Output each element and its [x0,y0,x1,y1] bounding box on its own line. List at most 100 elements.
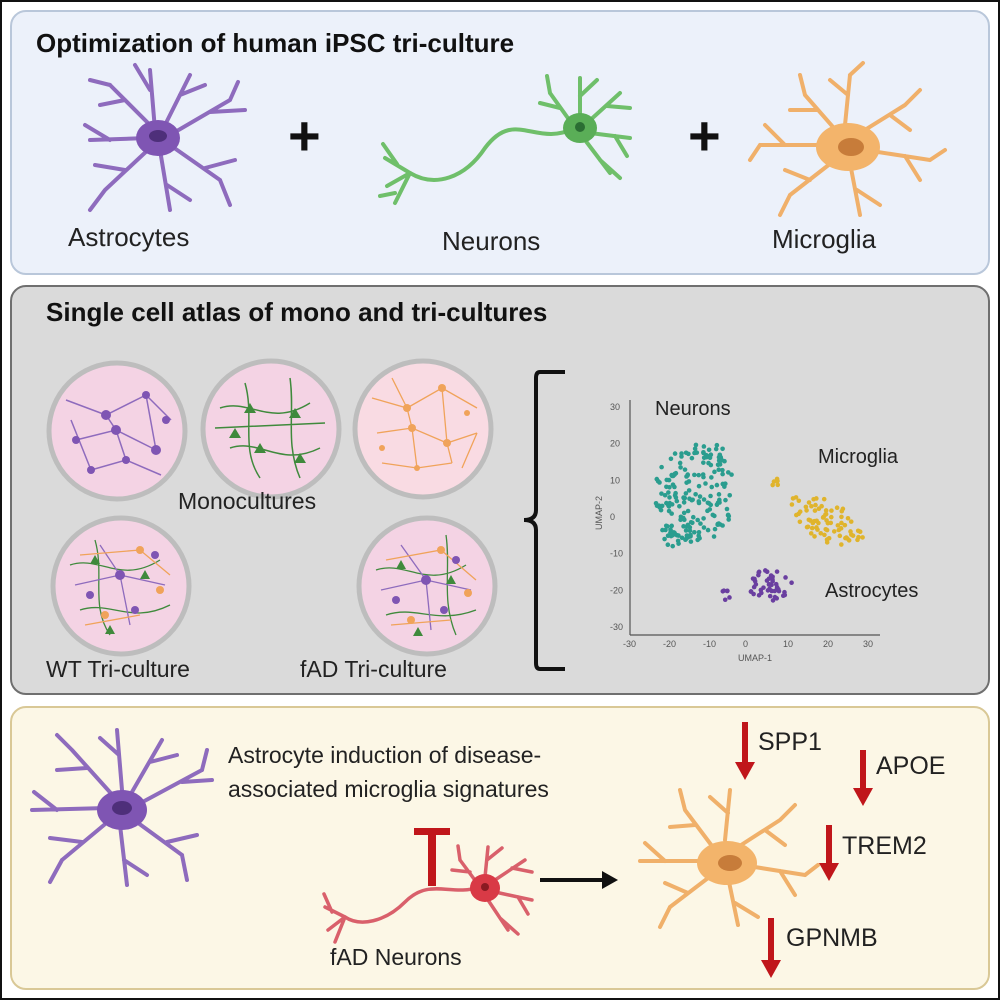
gene-apoe: APOE [876,752,946,780]
astrocyte-point [759,590,764,596]
microglia-point [790,496,796,501]
neuron-point [701,444,707,449]
panel2-title: Single cell atlas of mono and tri-cultur… [46,297,548,327]
neuron-point [692,450,697,456]
neuron-point [727,493,733,498]
neuron-point [678,465,683,470]
neuron-point [726,517,731,522]
microglia-icon [748,61,947,217]
neuron-point [703,481,708,486]
microglia-point [812,534,817,539]
neuron-point [696,483,702,489]
microglia-point [822,532,827,538]
neuron-point [713,446,719,452]
neuron-point [720,523,725,528]
microglia-point [804,524,810,530]
astrocytes-label: Astrocytes [68,222,190,252]
neuron-point [706,460,711,466]
neuron-point [709,484,715,490]
astrocyte-point [774,569,780,574]
microglia-point [834,505,840,511]
microglia-point [804,508,809,513]
astrocyte-point [721,588,727,593]
neuron-point [669,502,675,507]
microglia-point [806,500,812,505]
umap-x-tick: 0 [743,639,748,649]
umap-neurons-label: Neurons [655,398,731,420]
arrow-right-icon [540,871,618,889]
fad-neuron-icon [322,844,534,944]
neuron-point [706,447,712,453]
microglia-point [811,496,816,502]
microglia-point [829,514,834,520]
neuron-point [684,533,690,538]
neuron-point [696,533,702,539]
neuron-point [711,534,717,539]
microglia-point [821,496,827,502]
induction-text-line1: Astrocyte induction of disease- [228,742,542,768]
microglia-dish-icon [352,358,494,500]
astrocyte-point [767,593,773,599]
neuron-point [685,508,691,514]
neuron-point [686,451,691,457]
astrocyte-point [722,597,728,603]
neuron-point [676,533,681,538]
neuron-point [701,525,707,530]
neuron-point [662,536,667,542]
gene-spp1: SPP1 [758,728,822,756]
astrocyte-point [766,582,772,587]
microglia-point [855,537,860,543]
neuron-point [708,493,713,499]
neuron-point [665,524,670,529]
fad-neurons-label: fAD Neurons [330,944,462,970]
umap-x-tick: -30 [623,639,636,649]
umap-microglia-label: Microglia [818,446,899,468]
microglia-point [794,512,799,518]
neuron-point [724,506,730,512]
astrocyte-point [789,580,794,586]
microglia-point [824,518,829,523]
neuron-point [723,481,728,486]
neuron-point [688,519,694,525]
neuron-point [705,500,711,506]
neuron-point [674,498,680,504]
fad-triculture-dish-icon [356,515,498,657]
umap-y-tick: 10 [610,475,620,485]
neuron-point [700,472,706,477]
neuron-point [669,511,674,516]
neuron-point [666,490,671,495]
bracket-icon [523,370,565,671]
neuron-point [679,451,684,456]
microglia-point [818,530,824,536]
neuron-point [659,464,664,470]
neuron-point [705,508,710,514]
microglia-point [846,538,852,543]
umap-y-tick: 0 [610,512,615,522]
neuron-point [714,442,720,448]
microglia-point [789,502,795,507]
neuron-point [720,471,725,477]
microglia-point [839,520,844,526]
neuron-point [672,493,678,498]
umap-ylabel: UMAP-2 [594,496,604,530]
neuron-point [687,528,693,534]
neuron-point [679,535,685,541]
astrocyte-icon [83,63,247,212]
astrocyte-point [770,598,776,603]
astrocyte-point [764,569,770,575]
astrocyte-point [772,594,778,600]
wt-triculture-label: WT Tri-culture [46,656,190,682]
neuron-point [681,524,686,529]
monocultures-label: Monocultures [178,488,317,514]
umap-y-tick: -10 [610,549,623,559]
plus-sign-1: + [288,104,321,167]
astrocyte-point [752,576,757,582]
neuron-point [676,541,681,546]
down-arrow-icon [761,918,781,978]
neuron-point [729,472,734,477]
microglia-point [837,533,843,539]
microglia-point [831,529,837,534]
neuron-dish-icon [200,358,342,500]
neuron-point [693,491,698,497]
